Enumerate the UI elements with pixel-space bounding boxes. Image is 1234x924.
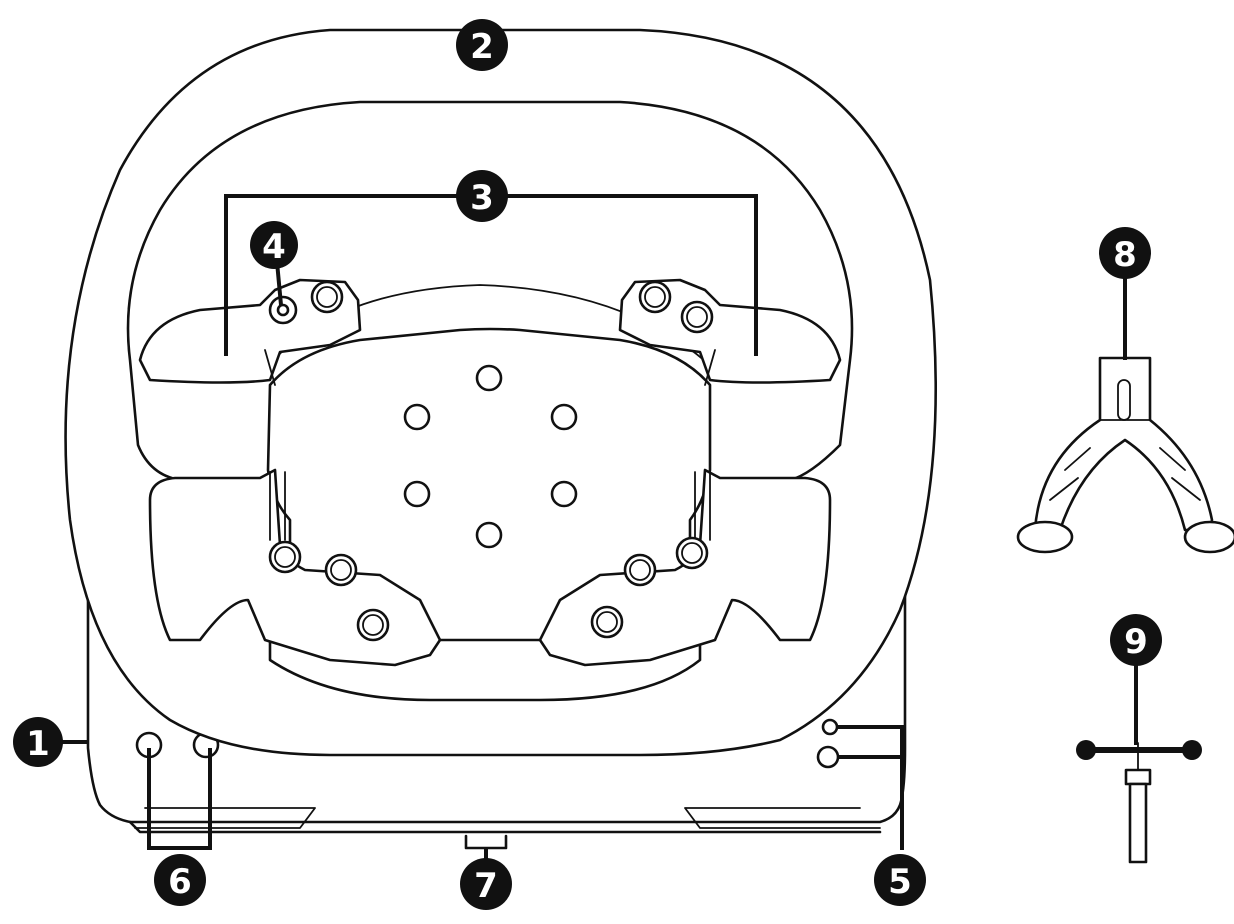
callout-3-label: 3: [470, 178, 494, 218]
callout-7: 7: [460, 858, 512, 910]
callout-1-label: 1: [26, 724, 50, 764]
callout-4-label: 4: [262, 227, 286, 267]
upper-left-grip: [138, 278, 362, 386]
callout-6: 6: [154, 854, 206, 906]
callout-9-label: 9: [1124, 622, 1148, 662]
fixing-screw: [1076, 740, 1202, 864]
callout-5: 5: [874, 854, 926, 906]
hub-hole-1: [475, 364, 503, 392]
leader-lines: [60, 194, 1138, 860]
callout-2-label: 2: [470, 27, 494, 67]
hub-hole-3: [550, 403, 578, 431]
upper-right-grip: [618, 278, 842, 386]
callout-4: 4: [250, 221, 298, 269]
callout-2: 2: [456, 19, 508, 71]
wheel-hub: [264, 284, 716, 642]
hub-hole-4: [403, 480, 431, 508]
callout-5-label: 5: [888, 862, 912, 902]
hub-hole-6: [475, 521, 503, 549]
hub-hole-5: [550, 480, 578, 508]
base-button-right-1: [821, 718, 839, 736]
wheel-stand: [1016, 356, 1234, 554]
lower-left-grip: [148, 468, 442, 667]
callout-8: 8: [1099, 227, 1151, 279]
lower-right-grip: [538, 468, 832, 667]
hub-hole-2: [403, 403, 431, 431]
callout-6-label: 6: [168, 862, 192, 902]
callout-1: 1: [13, 717, 63, 767]
callout-8-label: 8: [1113, 235, 1137, 275]
callout-3: 3: [456, 170, 508, 222]
base-button-right-2: [816, 745, 840, 769]
callout-7-label: 7: [474, 866, 498, 906]
callout-9: 9: [1110, 614, 1162, 666]
